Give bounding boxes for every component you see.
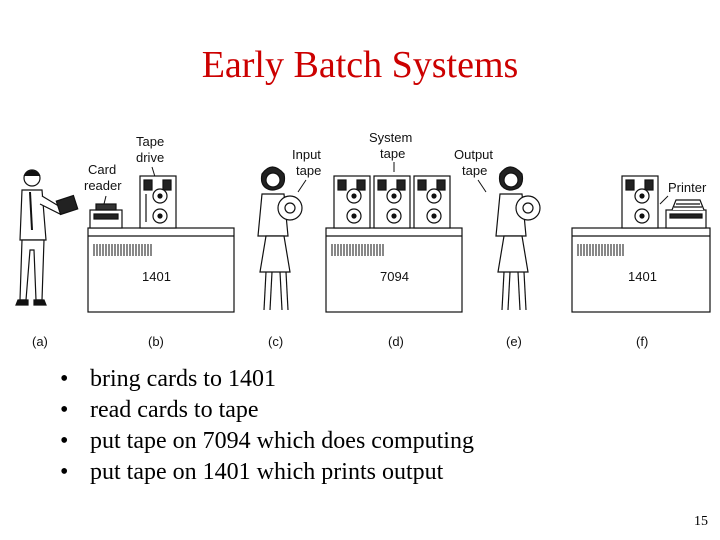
bullet-dot: • — [60, 397, 69, 423]
bullet-item: • put tape on 7094 which does computing — [60, 426, 474, 457]
batch-system-diagram: Tape drive Card reader Input tape System… — [15, 130, 711, 349]
bullet-text: read cards to tape — [90, 397, 259, 423]
label-input-tape-2: tape — [296, 163, 321, 178]
caption-a: (a) — [32, 334, 48, 349]
ibm-7094 — [325, 175, 463, 313]
slide-title: Early Batch Systems — [201, 44, 519, 86]
operator-figure-c — [257, 166, 303, 311]
bullet-dot: • — [60, 459, 69, 485]
bullet-dot: • — [60, 366, 69, 392]
ibm-1401-input — [87, 175, 235, 313]
label-card-reader-2: reader — [84, 178, 122, 193]
caption-d: (d) — [388, 334, 404, 349]
bullet-text: put tape on 1401 which prints output — [90, 459, 444, 485]
machine-label-right: 1401 — [628, 269, 657, 284]
label-card-reader-1: Card — [88, 162, 116, 177]
bullet-item: • put tape on 1401 which prints output — [60, 457, 474, 488]
bullet-text: bring cards to 1401 — [90, 366, 276, 392]
label-system-tape-2: tape — [380, 146, 405, 161]
caption-c: (c) — [268, 334, 283, 349]
bullet-item: • bring cards to 1401 — [60, 364, 474, 395]
label-tape-drive-1: Tape — [136, 134, 164, 149]
operator-figure-a — [15, 169, 79, 306]
bullet-item: • read cards to tape — [60, 395, 474, 426]
page-number: 15 — [694, 514, 708, 529]
bullet-text: put tape on 7094 which does computing — [90, 428, 474, 454]
caption-e: (e) — [506, 334, 522, 349]
ibm-1401-output — [571, 175, 711, 313]
machine-label-left: 1401 — [142, 269, 171, 284]
machine-label-middle: 7094 — [380, 269, 409, 284]
label-tape-drive-2: drive — [136, 150, 164, 165]
bullet-list: • bring cards to 1401 • read cards to tape… — [60, 364, 474, 488]
label-printer: Printer — [668, 180, 707, 195]
label-system-tape-1: System — [369, 130, 412, 145]
caption-f: (f) — [636, 334, 648, 349]
operator-figure-e — [495, 166, 541, 311]
caption-b: (b) — [148, 334, 164, 349]
bullet-dot: • — [60, 428, 69, 454]
label-input-tape-1: Input — [292, 147, 321, 162]
label-output-tape-2: tape — [462, 163, 487, 178]
label-output-tape-1: Output — [454, 147, 493, 162]
